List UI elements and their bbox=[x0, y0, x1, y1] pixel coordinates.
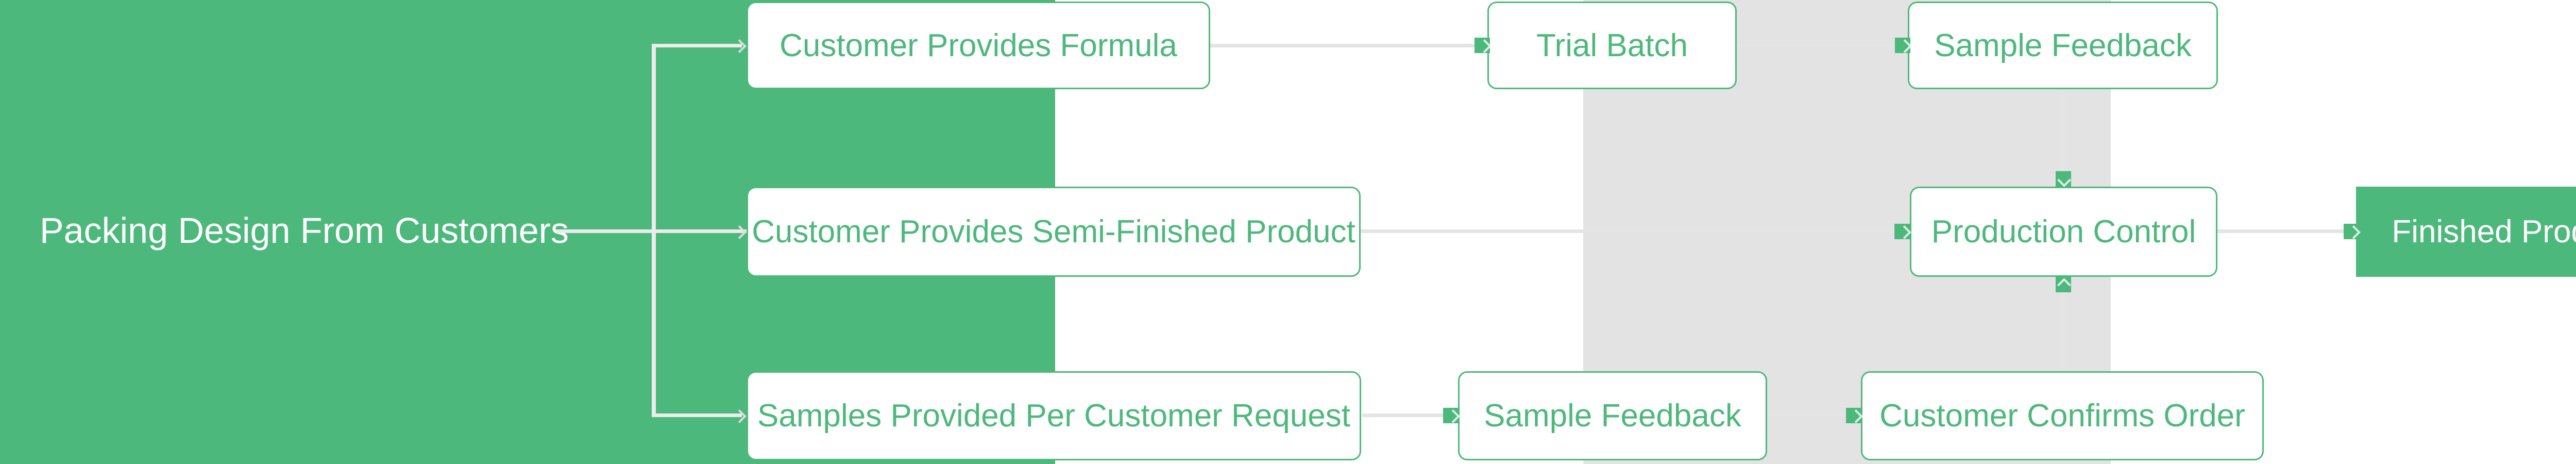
anchor-point bbox=[2056, 277, 2071, 292]
connector-line bbox=[652, 44, 742, 47]
anchor-point bbox=[2344, 224, 2359, 239]
node-production-control: Production Control bbox=[1910, 187, 2217, 277]
connector-line bbox=[1361, 229, 1910, 233]
connector-line bbox=[556, 229, 747, 233]
anchor-point bbox=[1846, 408, 1861, 423]
connector-line bbox=[2217, 229, 2356, 233]
anchor-point bbox=[1443, 408, 1459, 423]
connector-line bbox=[1210, 44, 1487, 47]
node-sample-feedback-bottom: Sample Feedback bbox=[1458, 371, 1767, 460]
node-sample-feedback-top: Sample Feedback bbox=[1908, 2, 2218, 89]
anchor-point bbox=[1475, 38, 1490, 53]
anchor-point bbox=[1895, 38, 1910, 53]
node-samples-provided-per-customer-request: Samples Provided Per Customer Request bbox=[747, 371, 1361, 460]
node-finished-product: Finished Product bbox=[2356, 187, 2576, 277]
anchor-point bbox=[2056, 171, 2071, 187]
connector-line bbox=[652, 44, 656, 417]
connector-line bbox=[1737, 44, 1908, 47]
connector-line bbox=[1362, 413, 1458, 417]
node-customer-provides-formula: Customer Provides Formula bbox=[747, 2, 1210, 89]
node-customer-provides-semi-finished-product: Customer Provides Semi-Finished Product bbox=[747, 187, 1361, 277]
node-trial-batch: Trial Batch bbox=[1487, 2, 1737, 89]
connector-line bbox=[1767, 413, 1861, 417]
node-customer-confirms-order: Customer Confirms Order bbox=[1861, 371, 2264, 460]
diagram-title: Packing Design From Customers bbox=[40, 210, 569, 251]
connector-line bbox=[652, 413, 742, 417]
anchor-point bbox=[1894, 224, 1910, 239]
connector-line bbox=[2061, 292, 2065, 371]
connector-line bbox=[2061, 89, 2065, 171]
